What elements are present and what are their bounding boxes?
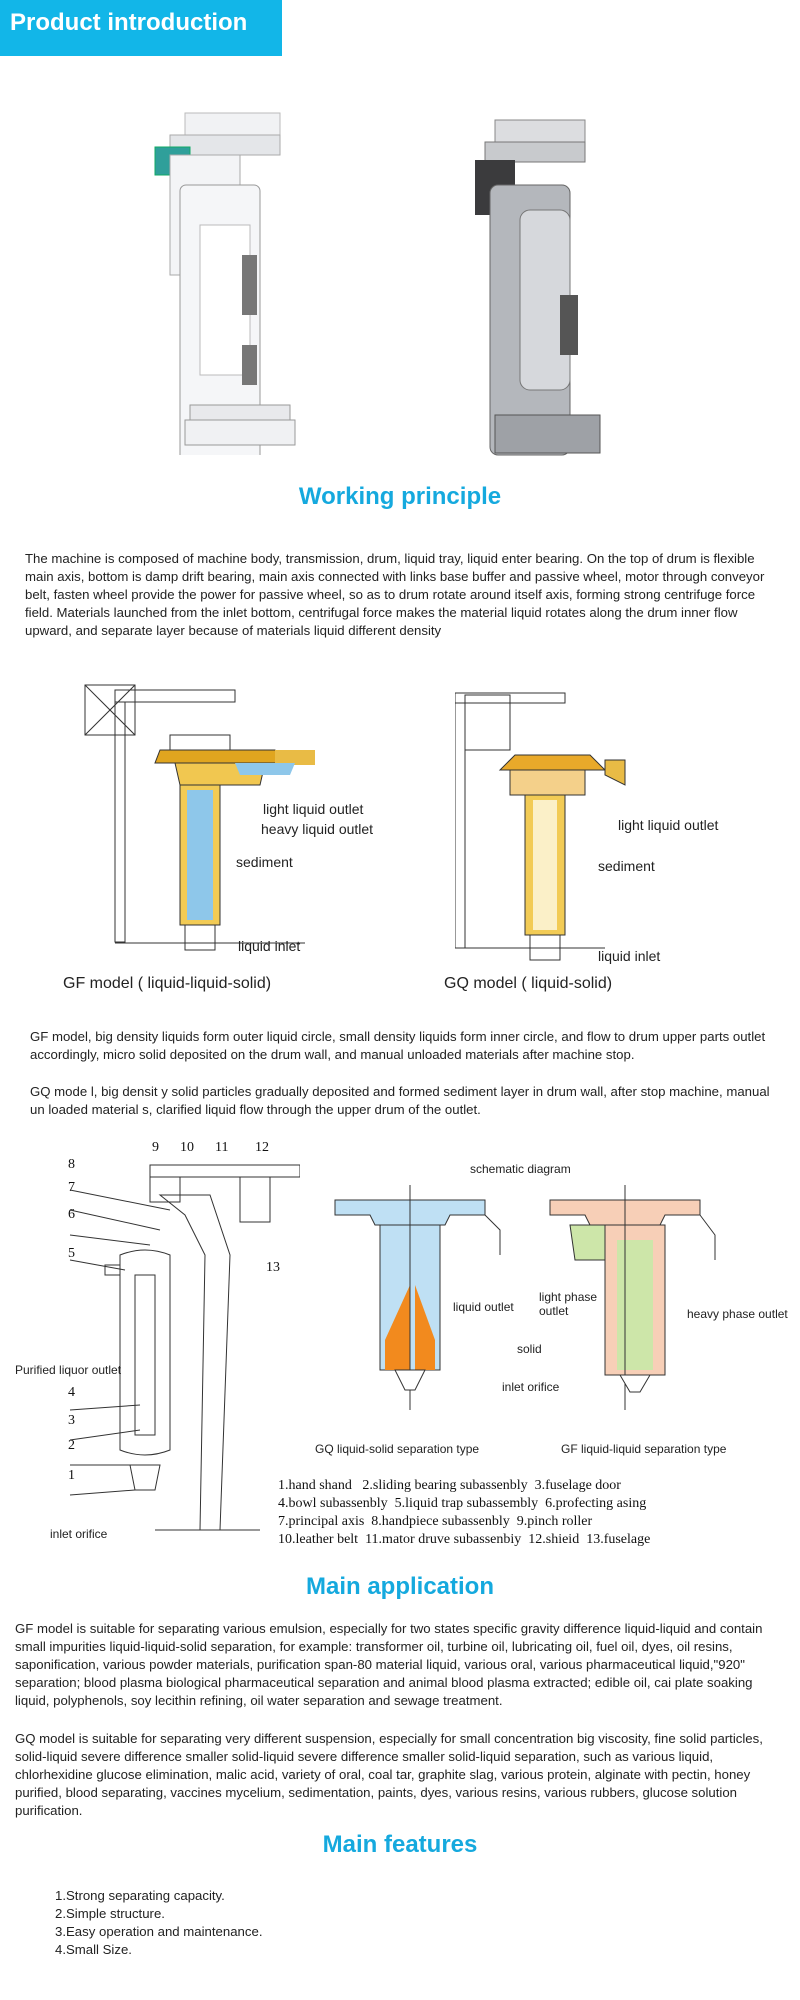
gf-model-diagram [84, 684, 315, 951]
gf-inlet-label: liquid inlet [238, 938, 301, 954]
parts-list-line-1: 1.hand shand 2.sliding bearing subassenb… [278, 1478, 621, 1493]
product-photo-steel [475, 119, 601, 456]
gf-heavy-outlet-label: heavy liquid outlet [261, 821, 374, 837]
heading-working-principle: Working principle [298, 483, 502, 510]
product-intro-banner: Product introduction [0, 0, 282, 56]
light-phase-outlet-label: light phase outlet [539, 1290, 598, 1318]
part-number-10: 10 [180, 1140, 194, 1155]
structure-diagram [69, 1164, 300, 1531]
gf-model-desc: GF model, big density liquids form outer… [30, 1029, 766, 1062]
part-number-8: 8 [68, 1157, 75, 1172]
part-number-1: 1 [68, 1468, 75, 1483]
gq-light-outlet-label: light liquid outlet [618, 817, 719, 833]
feature-item-3: 3.Easy operation and maintenance. [55, 1924, 263, 1939]
gq-schematic [334, 1185, 501, 1410]
heading-main-features: Main features [322, 1831, 478, 1858]
part-number-4: 4 [68, 1385, 75, 1400]
gq-sediment-label: sediment [598, 858, 655, 874]
gq-inlet-label: liquid inlet [598, 948, 661, 964]
heavy-phase-outlet-label: heavy phase outlet [687, 1307, 788, 1321]
gq-model-diagram [455, 692, 626, 961]
feature-item-4: 4.Small Size. [55, 1942, 132, 1957]
working-principle-text: The machine is composed of machine body,… [25, 551, 765, 638]
gq-type-caption: GQ liquid-solid separation type [315, 1442, 480, 1456]
parts-list-line-2: 4.bowl subassenbly 5.liquid trap subasse… [278, 1496, 647, 1511]
gf-type-caption: GF liquid-liquid separation type [561, 1442, 727, 1456]
product-photo-white [154, 112, 296, 455]
inlet-orifice-label: inlet orifice [50, 1527, 108, 1541]
part-number-2: 2 [68, 1438, 75, 1453]
banner-title: Product introduction [10, 9, 248, 36]
feature-item-2: 2.Simple structure. [55, 1906, 165, 1921]
solid-label: solid [517, 1342, 542, 1356]
schematic-inlet-label: inlet orifice [502, 1380, 560, 1394]
gq-model-desc: GQ mode l, big densit y solid particles … [30, 1084, 770, 1117]
heading-main-application: Main application [305, 1573, 494, 1600]
gf-model-caption: GF model ( liquid-liquid-solid) [63, 975, 272, 992]
part-number-9: 9 [152, 1140, 159, 1155]
gq-model-caption: GQ model ( liquid-solid) [444, 975, 613, 992]
gf-schematic [549, 1185, 716, 1410]
gf-light-outlet-label: light liquid outlet [263, 801, 364, 817]
parts-list-line-4: 10.leather belt 11.mator druve subassenb… [278, 1532, 651, 1547]
part-number-3: 3 [68, 1413, 75, 1428]
part-number-6: 6 [68, 1207, 75, 1222]
part-number-13: 13 [266, 1260, 280, 1275]
parts-list-line-3: 7.principal axis 8.handpiece subassenbly… [278, 1514, 593, 1529]
liquid-outlet-label: liquid outlet [453, 1300, 514, 1314]
schematic-title: schematic diagram [470, 1162, 571, 1176]
part-number-5: 5 [68, 1246, 75, 1261]
feature-item-1: 1.Strong separating capacity. [55, 1888, 225, 1903]
purified-liquor-outlet-label: Purified liquor outlet [15, 1363, 122, 1377]
part-number-12: 12 [255, 1140, 269, 1155]
application-gq-text: GQ model is suitable for separating very… [15, 1731, 763, 1818]
part-number-11: 11 [215, 1140, 229, 1155]
part-number-7: 7 [68, 1180, 75, 1195]
gf-sediment-label: sediment [236, 854, 293, 870]
application-gf-text: GF model is suitable for separating vari… [15, 1621, 763, 1708]
